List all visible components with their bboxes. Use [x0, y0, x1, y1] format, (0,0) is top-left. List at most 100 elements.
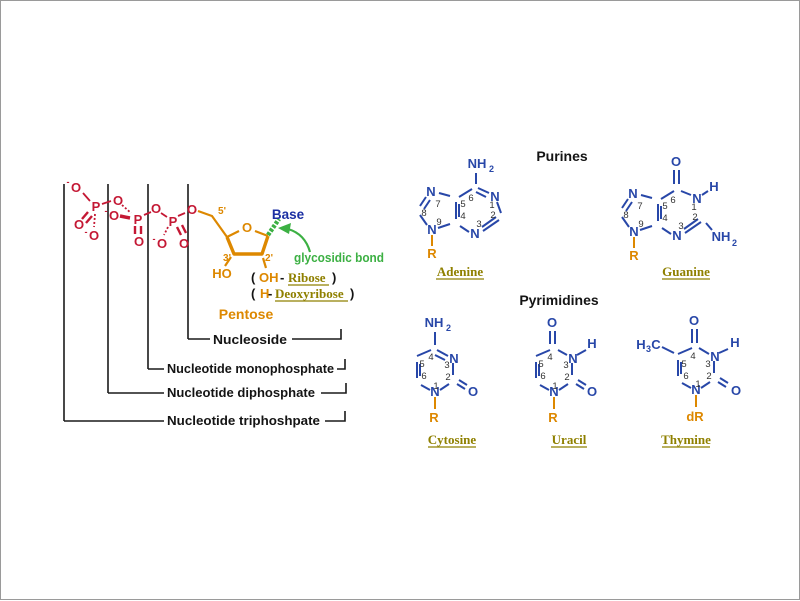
phosphate-single-bonds — [82, 192, 186, 218]
bracket-lines — [63, 184, 347, 422]
gamma-O-terminal: O — [71, 180, 81, 195]
thymine-methyl-H: H — [636, 337, 645, 352]
adenine-name: Adenine — [437, 264, 483, 279]
guanine-O6: O — [671, 154, 681, 169]
adenine-structure: NH 2 N N N N 1 2 3 4 5 6 7 8 9 R Adenine — [419, 156, 502, 280]
cytosine-num-3: 3 — [444, 360, 449, 371]
cytosine-double-bonds — [416, 349, 468, 390]
guanine-num-5: 5 — [662, 201, 667, 212]
cytosine-name: Cytosine — [428, 432, 477, 447]
alpha-sugar-bridge-O: O — [187, 202, 197, 217]
uracil-num-5: 5 — [538, 359, 543, 370]
uracil-N3-H: H — [587, 336, 596, 351]
cytosine-O2: O — [468, 384, 478, 399]
adenine-num-7: 7 — [435, 199, 440, 210]
alpha-O-double: O — [179, 236, 189, 251]
uracil-num-3: 3 — [563, 360, 568, 371]
uracil-num-4: 4 — [547, 352, 552, 363]
guanine-name: Guanine — [662, 264, 710, 279]
thymine-O4: O — [689, 313, 699, 328]
cytosine-num-5: 5 — [419, 359, 424, 370]
guanine-amine-sub2: 2 — [732, 238, 737, 248]
cytosine-num-4: 4 — [428, 352, 433, 363]
glycosidic-arrow-curve — [287, 227, 312, 253]
thymine-methyl-C: C — [651, 337, 661, 352]
guanine-num-7: 7 — [637, 201, 642, 212]
beta-O-left-minus: - — [105, 206, 108, 216]
guanine-R-group: R — [629, 248, 639, 263]
pentose-thin-bonds — [197, 209, 269, 269]
adenine-num-2: 2 — [490, 210, 495, 221]
gamma-beta-bridge-O: O — [113, 193, 123, 208]
paren-open: ( — [251, 286, 256, 301]
thymine-name: Thymine — [661, 432, 711, 447]
adenine-N1: N — [490, 189, 499, 204]
guanine-N9: N — [629, 224, 638, 239]
pentose-bold-ring-bonds — [225, 235, 270, 256]
cytosine-structure: NH 2 N O N 1 2 3 4 5 6 R Cytosine — [416, 315, 478, 448]
uracil-N1: N — [549, 384, 558, 399]
adenine-amine-NH: NH — [468, 156, 487, 171]
pyrimidines-header: Pyrimidines — [519, 292, 599, 308]
adenine-double-bonds — [419, 187, 500, 232]
three-prime-hydroxyl: HO — [212, 266, 232, 281]
thymine-num-3: 3 — [705, 359, 710, 370]
thymine-num-1: 1 — [695, 379, 700, 390]
uracil-name: Uracil — [552, 432, 587, 447]
dash: - — [280, 270, 284, 285]
adenine-num-1: 1 — [489, 200, 494, 211]
glycosidic-arrow-head — [278, 223, 291, 234]
paren-close: ) — [350, 286, 354, 301]
phosphate-double-bonds — [81, 211, 188, 236]
beta-alpha-bridge-O: O — [151, 201, 161, 216]
nucleoside-label: Nucleoside — [213, 332, 287, 347]
cytosine-R-group: R — [429, 410, 439, 425]
ribose-variant-line: ( OH - Ribose ) — [251, 269, 336, 286]
uracil-O2: O — [587, 384, 597, 399]
uracil-num-1: 1 — [552, 381, 557, 392]
adenine-N3: N — [470, 226, 479, 241]
thymine-num-4: 4 — [690, 351, 695, 362]
pentose-ring: 5' O 3' 2' HO Base glycosidic bond ( OH … — [197, 206, 384, 322]
beta-O-left: O — [109, 208, 119, 223]
uracil-R-group: R — [548, 410, 558, 425]
guanine-N7: N — [628, 186, 637, 201]
uracil-double-bonds — [535, 331, 587, 390]
thymine-double-bonds — [677, 329, 729, 388]
thymine-num-2: 2 — [706, 371, 711, 382]
adenine-num-8: 8 — [421, 208, 426, 219]
adenine-num-9: 9 — [436, 217, 441, 228]
adenine-single-bonds — [419, 173, 502, 233]
uracil-num-2: 2 — [564, 372, 569, 383]
alpha-P: P — [169, 214, 178, 229]
thymine-num-6: 6 — [683, 371, 688, 382]
guanine-N3: N — [672, 228, 681, 243]
cytosine-num-2: 2 — [445, 372, 450, 383]
gamma-O-bottom: O — [89, 228, 99, 243]
dash: - — [268, 286, 272, 301]
thymine-O2: O — [731, 383, 741, 398]
diphosphate-label: Nucleotide diphosphate — [167, 385, 315, 400]
uracil-N3: N — [568, 351, 577, 366]
adenine-num-5: 5 — [460, 199, 465, 210]
cytosine-N1: N — [430, 384, 439, 399]
base-label: Base — [272, 207, 305, 222]
guanine-double-bonds — [621, 170, 702, 234]
phosphate-hashed-bonds — [93, 204, 169, 236]
phosphate-chain: O - P O O - O O - P O O P O - O O — [67, 177, 198, 251]
deoxyribose-variant-line: ( H - Deoxyribose ) — [251, 285, 354, 302]
thymine-N1: N — [691, 382, 700, 397]
phosphate-wedge-bond — [119, 214, 131, 220]
glycosidic-bond-label: glycosidic bond — [294, 251, 384, 265]
gamma-O-bottom-minus: - — [85, 227, 88, 237]
guanine-num-4: 4 — [662, 213, 667, 224]
guanine-N1: N — [692, 191, 701, 206]
glycosidic-bond-line — [266, 217, 281, 237]
cytosine-num-6: 6 — [421, 371, 426, 382]
adenine-N9: N — [427, 222, 436, 237]
guanine-amine-NH: NH — [712, 229, 731, 244]
deoxyribose-name: Deoxyribose — [275, 286, 344, 301]
cytosine-single-bonds — [416, 332, 454, 391]
gamma-O-double: O — [74, 217, 84, 232]
